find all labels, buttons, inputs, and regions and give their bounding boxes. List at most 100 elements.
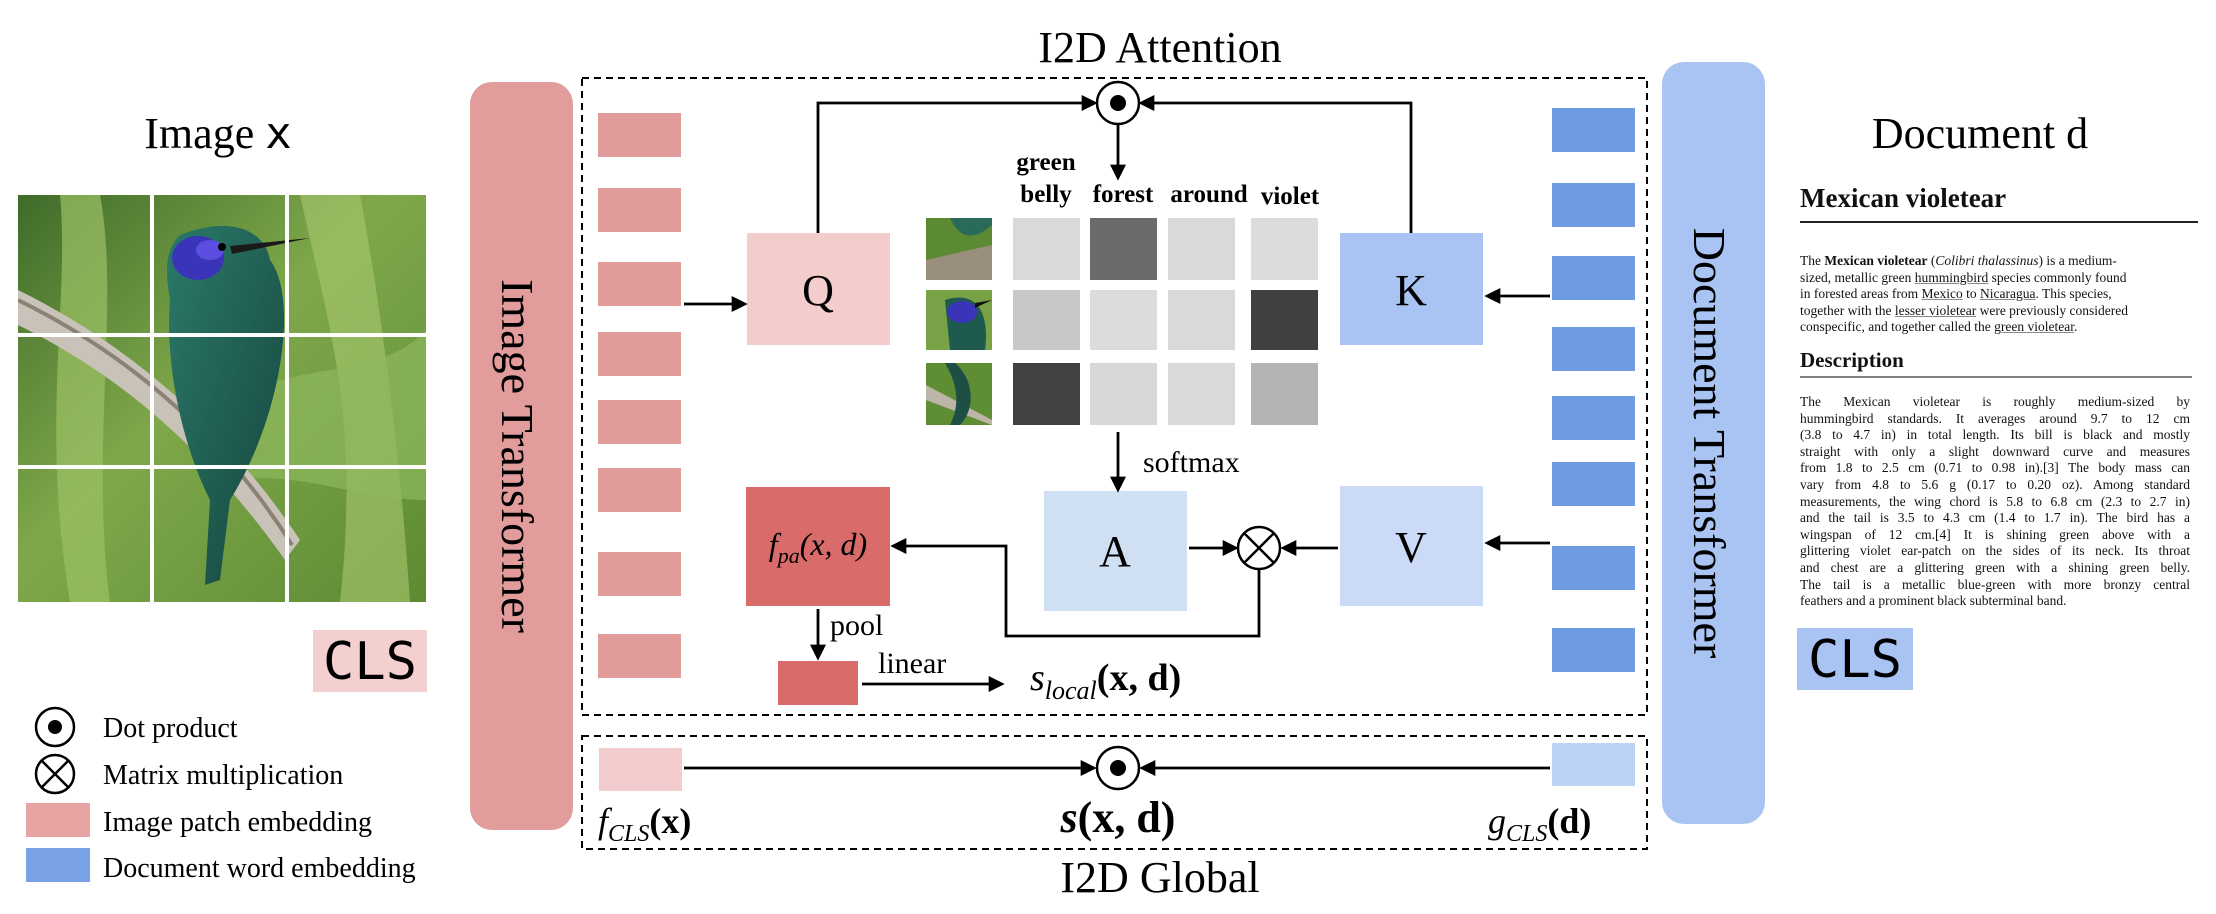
doc-section-heading: Description xyxy=(1800,348,1904,372)
image-patch-embedding xyxy=(598,400,681,444)
doc-description-line: and the tail is 3.5 to 4.3 cm (1.4 to 1.… xyxy=(1800,510,2190,526)
image-transformer-label: Image Transformer xyxy=(492,279,543,633)
value-box xyxy=(1340,486,1483,606)
doc-intro-line: The Mexican violetear (Colibri thalassin… xyxy=(1800,253,2117,268)
doc-intro-paragraph: The Mexican violetear (Colibri thalassin… xyxy=(1800,253,2190,336)
doc-intro-line: sized, metallic green hummingbird specie… xyxy=(1800,269,2127,285)
image-patch-swatch xyxy=(26,803,90,837)
document-word-embedding xyxy=(1552,183,1635,227)
attention-cell xyxy=(1090,218,1157,280)
doc-intro-line: together with the lesser violetear were … xyxy=(1800,302,2129,318)
doc-description-line: feathers and a prominent black subtermin… xyxy=(1800,593,2067,609)
patch-thumbnail-1 xyxy=(926,218,992,280)
doc-heading: Mexican violetear xyxy=(1800,183,2007,213)
image-patch-embedding xyxy=(598,634,681,678)
fpa-formula: fpa(x, d) xyxy=(769,526,867,568)
attention-cell xyxy=(1013,218,1080,280)
image-cls-token xyxy=(313,630,427,692)
legend-label-dot-product: Dot product xyxy=(103,713,238,744)
document-word-swatch xyxy=(26,848,90,882)
patch-thumbnail-3 xyxy=(926,363,992,425)
patch-thumbnail-2 xyxy=(926,290,992,350)
image-patch-embedding xyxy=(598,113,681,157)
document-word-embedding xyxy=(1552,256,1635,300)
legend-label-document-word: Document word embedding xyxy=(103,853,416,884)
flow-arrows xyxy=(684,95,1550,776)
document-word-embedding xyxy=(1552,108,1635,152)
patch-grid xyxy=(18,195,426,602)
document-transformer-block xyxy=(1662,62,1765,824)
gcls-box xyxy=(1552,743,1635,786)
attention-cell xyxy=(1168,363,1235,425)
key-label: K xyxy=(1395,266,1427,315)
linear-label: linear xyxy=(878,647,946,680)
i2d-global-title: I2D Global xyxy=(1060,853,1259,902)
word-label-green: green xyxy=(1016,149,1075,176)
i2d-attention-region xyxy=(581,77,1648,716)
attention-cell xyxy=(1090,290,1157,350)
word-label-forest: forest xyxy=(1093,181,1154,208)
attention-cell xyxy=(1251,290,1318,350)
query-box xyxy=(747,233,890,345)
doc-description-line: (3.8 to 4.7 in) in total length. Its bil… xyxy=(1800,427,2190,443)
attention-box xyxy=(1044,491,1187,611)
document-word-embedding xyxy=(1552,628,1635,672)
attention-cell xyxy=(1090,363,1157,425)
doc-description-line: The Mexican violetear is roughly medium-… xyxy=(1800,394,2190,409)
i2d-global-region xyxy=(581,735,1648,850)
image-patch-embedding xyxy=(598,332,681,376)
value-label: V xyxy=(1395,523,1427,572)
doc-description-line: vary from 4.8 to 5.6 g (0.17 to 0.20 oz)… xyxy=(1800,476,2190,492)
slocal-formula: slocal(x, d) xyxy=(1030,657,1181,705)
attention-cell xyxy=(1251,218,1318,280)
doc-description-line: wingspan of 12 cm.[4] It is shining gree… xyxy=(1800,526,2190,542)
document-word-embedding xyxy=(1552,462,1635,506)
legend: Dot product Matrix multiplication Image … xyxy=(26,706,416,884)
doc-description-line: hummingbird standards. It averages aroun… xyxy=(1800,410,2190,426)
doc-description-line: glittering violet ear-patch on the sides… xyxy=(1800,543,2190,559)
document-word-embedding xyxy=(1552,396,1635,440)
image-transformer-block xyxy=(470,82,573,830)
softmax-label: softmax xyxy=(1143,446,1240,479)
doc-description-line: from 1.8 to 2.5 cm (0.71 to 0.98 in).[3]… xyxy=(1800,460,2190,476)
image-title: Image x xyxy=(144,108,291,159)
query-label: Q xyxy=(802,266,834,315)
image-patch-embedding xyxy=(598,552,681,596)
word-label-around: around xyxy=(1170,181,1247,208)
attention-cell xyxy=(1013,363,1080,425)
doc-description-line: measurements, the wing chord is 5.8 to 6… xyxy=(1800,493,2190,509)
fcls-box xyxy=(599,748,682,791)
document-cls-label: CLS xyxy=(1808,630,1902,690)
image-patch-embedding xyxy=(598,468,681,512)
document-word-embedding xyxy=(1552,327,1635,371)
matrix-word-labels: green belly forest around violet xyxy=(1016,149,1319,210)
doc-description-line: and chest are a glittering green with a … xyxy=(1800,559,2190,575)
global-dot-product-operator xyxy=(1095,745,1141,791)
document-word-embedding xyxy=(1552,546,1635,590)
fpa-box xyxy=(746,487,890,606)
image-patch-embeddings xyxy=(598,113,681,678)
gcls-formula: gCLS(d) xyxy=(1488,801,1591,847)
document-title: Document d xyxy=(1872,109,2088,158)
pooled-vector-box xyxy=(778,661,858,705)
attention-cell xyxy=(1168,218,1235,280)
attention-cell xyxy=(1013,290,1080,350)
dot-product-operator xyxy=(1095,80,1141,126)
word-label-violet: violet xyxy=(1261,183,1320,210)
attention-cell xyxy=(1168,290,1235,350)
image-patch-embedding xyxy=(598,262,681,306)
doc-intro-line: in forested areas from Mexico to Nicarag… xyxy=(1800,286,2112,302)
legend-label-image-patch: Image patch embedding xyxy=(103,807,372,838)
attention-matrix xyxy=(1013,218,1318,425)
document-transformer-label: Document Transformer xyxy=(1684,228,1735,659)
attention-cell xyxy=(1251,363,1318,425)
legend-label-matrix-multiplication: Matrix multiplication xyxy=(103,760,343,791)
key-box xyxy=(1340,233,1483,345)
doc-description-line: straight with only a slight downward cur… xyxy=(1800,443,2190,459)
i2d-attention-title: I2D Attention xyxy=(1038,23,1281,72)
document-word-embeddings xyxy=(1552,108,1635,672)
bird-photo xyxy=(18,195,426,602)
matrix-multiplication-operator xyxy=(1236,525,1282,571)
image-patch-embedding xyxy=(598,188,681,232)
